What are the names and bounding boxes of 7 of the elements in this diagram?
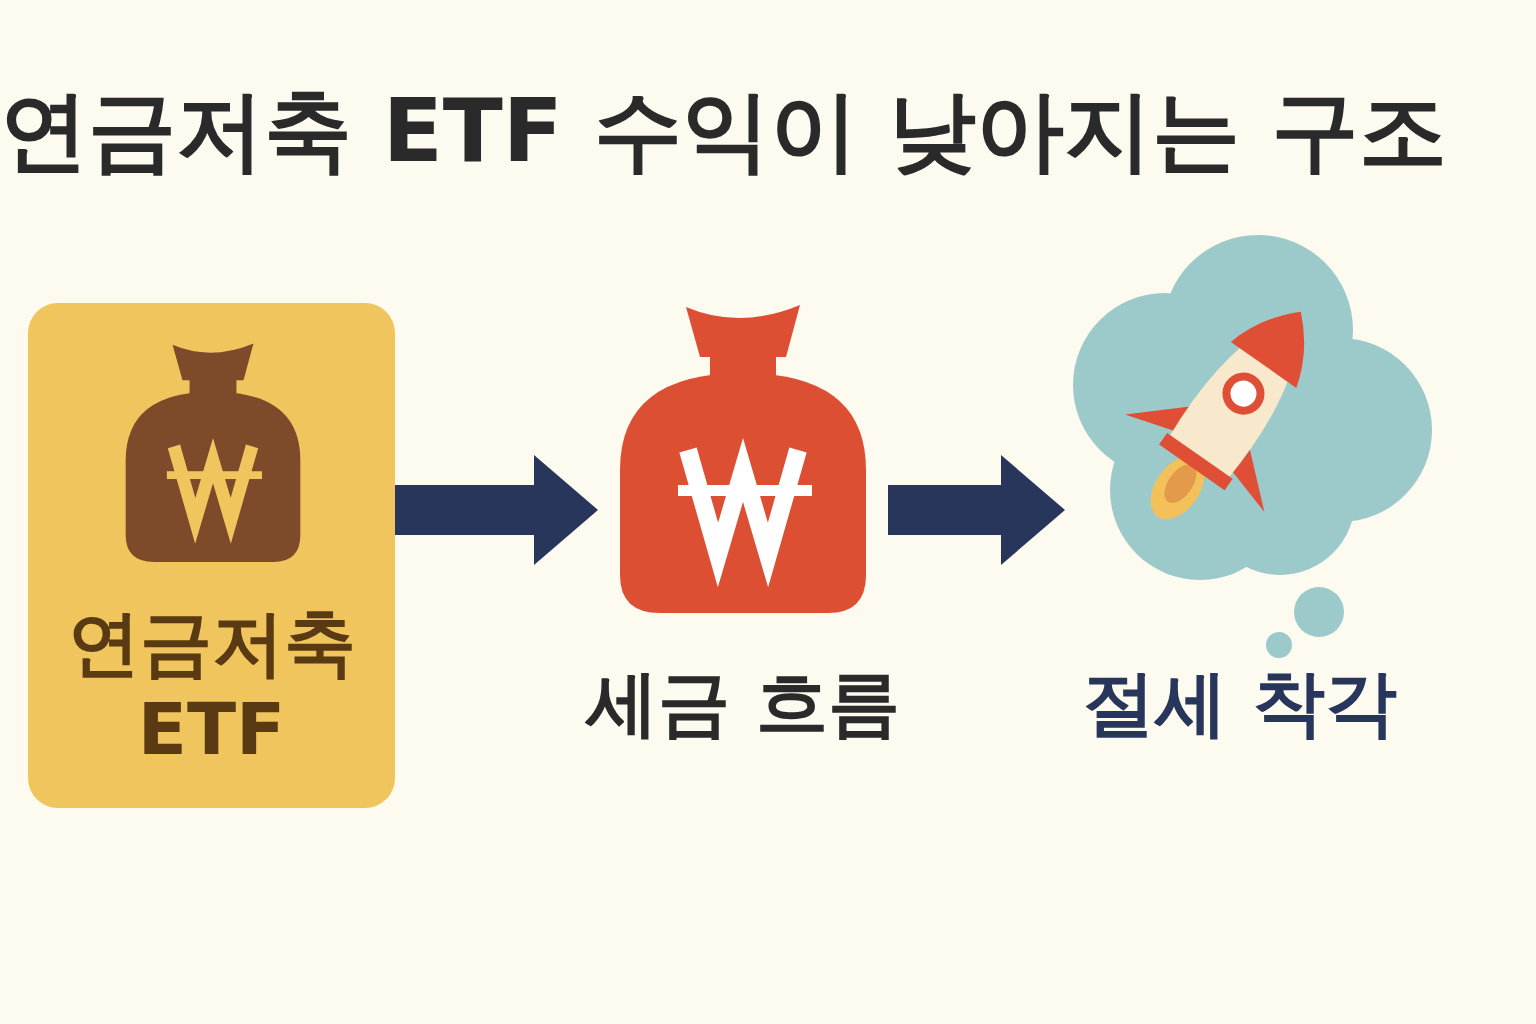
card	[28, 303, 395, 808]
node-label: 절세 착각	[1082, 660, 1398, 747]
node-label: 연금저축 ETF	[66, 600, 357, 773]
arrow	[395, 455, 598, 565]
node-label: 세금 흐름	[584, 660, 901, 747]
title: 연금저축 ETF 수익이 낮아지는 구조	[0, 78, 1447, 184]
arrow	[888, 455, 1065, 565]
